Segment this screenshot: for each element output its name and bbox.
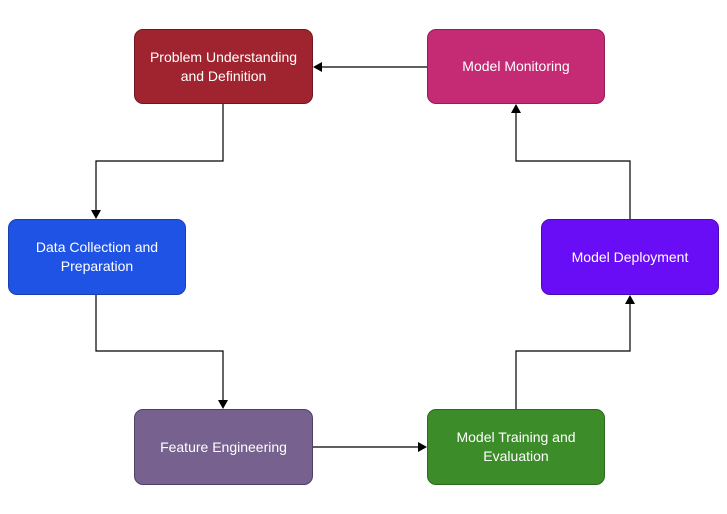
node-label-line: Problem Understanding bbox=[149, 48, 298, 65]
edge-data-to-feature bbox=[95, 295, 224, 402]
node-label: Problem Understanding and Definition bbox=[150, 48, 297, 86]
node-label-line: Feature Engineering bbox=[160, 438, 287, 455]
node-label-line: Data Collection and bbox=[35, 239, 159, 255]
node-model-deployment[interactable]: Model Deployment bbox=[541, 219, 719, 295]
node-label: Model Monitoring bbox=[462, 57, 569, 76]
node-label: Model Training and Evaluation bbox=[456, 428, 575, 466]
arrowhead-feature-to-train bbox=[418, 442, 427, 452]
node-problem-definition[interactable]: Problem Understanding and Definition bbox=[134, 29, 313, 104]
node-label: Model Deployment bbox=[572, 248, 689, 267]
node-label-line: Model Training and bbox=[456, 429, 576, 445]
edge-deploy-to-monitor bbox=[515, 111, 631, 219]
arrowhead-train-to-deploy bbox=[625, 295, 635, 304]
node-data-collection[interactable]: Data Collection and Preparation bbox=[8, 219, 186, 295]
node-label-line: Evaluation bbox=[483, 448, 549, 464]
arrowhead-data-to-feature bbox=[218, 400, 228, 409]
arrowhead-monitor-to-problem bbox=[313, 62, 322, 72]
node-feature-engineering[interactable]: Feature Engineering bbox=[134, 409, 313, 485]
edge-problem-to-data bbox=[95, 104, 224, 212]
edge-train-to-deploy bbox=[515, 302, 631, 409]
node-label: Data Collection and Preparation bbox=[36, 238, 158, 276]
node-model-monitoring[interactable]: Model Monitoring bbox=[427, 29, 605, 104]
node-label: Feature Engineering bbox=[160, 438, 287, 457]
node-label-line: and Definition bbox=[180, 67, 267, 84]
node-label-line: Model Deployment bbox=[571, 248, 689, 265]
node-label-line: Preparation bbox=[60, 258, 134, 274]
node-label-line: Model Monitoring bbox=[462, 58, 570, 74]
arrowhead-problem-to-data bbox=[91, 210, 101, 219]
arrowhead-deploy-to-monitor bbox=[511, 104, 521, 113]
node-model-training[interactable]: Model Training and Evaluation bbox=[427, 409, 605, 485]
